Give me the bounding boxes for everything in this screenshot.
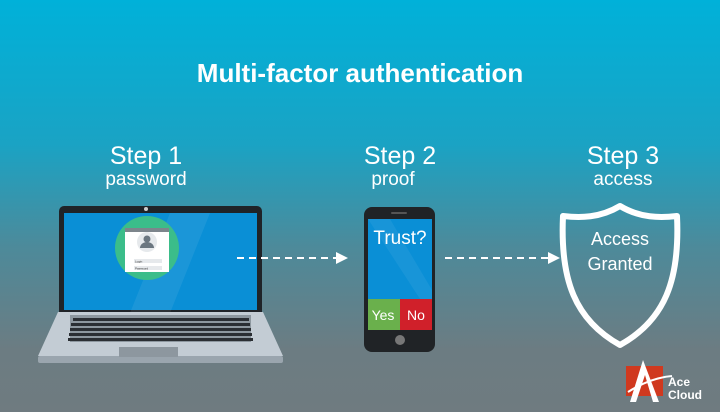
step-label: proof <box>371 169 415 190</box>
laptop-icon: Login Password <box>38 206 283 363</box>
step-label: password <box>105 169 187 190</box>
phone-icon: Trust? Yes No <box>364 207 435 352</box>
arrow-2 <box>445 252 560 264</box>
step-number: Step 2 <box>363 142 437 170</box>
ace-cloud-logo <box>626 360 673 402</box>
shield-icon: Access Granted <box>559 203 681 348</box>
step-number: Step 1 <box>109 142 183 170</box>
logo-line-2: Cloud <box>668 388 702 402</box>
login-field: Login <box>135 260 143 264</box>
trust-question: Trust? <box>373 228 426 249</box>
yes-button[interactable] <box>368 299 400 330</box>
access-text: Access <box>591 229 649 249</box>
step-label: access <box>593 169 653 190</box>
logo-line-1: Ace <box>668 375 691 389</box>
password-field: Password <box>135 267 149 271</box>
no-label: No <box>407 307 425 323</box>
yes-label: Yes <box>372 307 395 323</box>
page-title: Multi-factor authentication <box>196 58 524 88</box>
granted-text: Granted <box>587 254 652 274</box>
no-button[interactable] <box>400 299 432 330</box>
arrow-1 <box>237 252 348 264</box>
step-number: Step 3 <box>586 142 660 170</box>
